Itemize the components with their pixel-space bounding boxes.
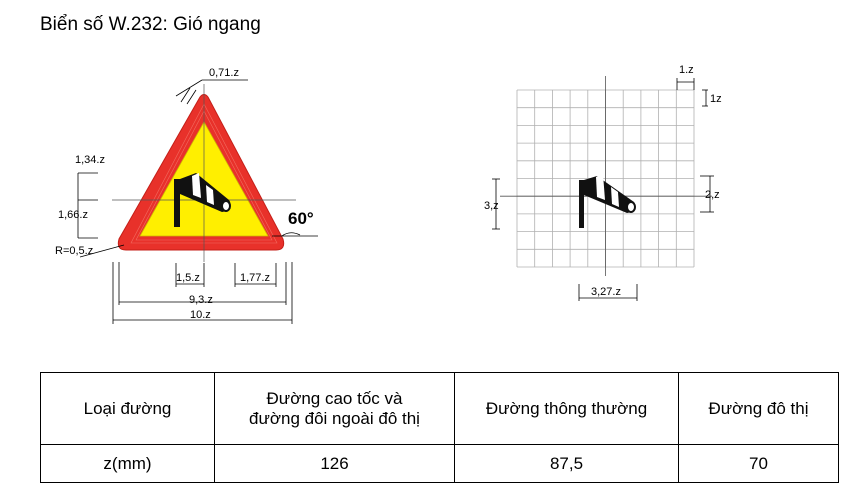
dim-symbol-height: 3,z — [484, 178, 500, 230]
dim-text-angle: 60° — [288, 209, 314, 228]
sign-title: Biển số W.232: Gió ngang — [40, 14, 261, 35]
table-cell: 126 — [214, 444, 455, 483]
table-header-cell: Đường cao tốc và đường đôi ngoài đô thị — [214, 372, 455, 445]
dim-symbol-width: 3,27.z — [578, 284, 638, 301]
dim-angle: 60° — [272, 209, 318, 237]
dim-text-outer: 10.z — [190, 309, 211, 321]
dim-text-right: 1,77.z — [240, 272, 270, 284]
warning-triangle-sign — [117, 94, 285, 251]
table-header-cell: Đường đô thị — [678, 372, 839, 445]
dim-text-sym-h: 3,z — [484, 200, 499, 212]
dim-symbol-sock: 2,z — [700, 175, 720, 213]
table-cell: z(mm) — [40, 444, 215, 483]
table-header-line: đường đôi ngoài đô thị — [249, 408, 420, 428]
table-header-line: Đường cao tốc và — [266, 388, 403, 408]
table-cell: 87,5 — [454, 444, 679, 483]
size-table: Loại đường Đường cao tốc và đường đôi ng… — [40, 372, 839, 483]
dim-left-heights: 1,34.z 1,66.z — [58, 154, 105, 239]
grid-windsock-symbol — [579, 174, 636, 228]
dim-grid-cell: 1.z 1z — [676, 64, 722, 107]
dim-text-sock: 2,z — [705, 189, 720, 201]
table-header-cell: Loại đường — [40, 372, 215, 445]
dim-text-inner: 9,3.z — [189, 294, 213, 306]
dim-text-lower: 1,66.z — [58, 209, 88, 221]
dim-top-corner: 0,71.z — [175, 67, 248, 105]
dim-text-upper: 1,34.z — [75, 154, 105, 166]
dim-text-gap: 1,5.z — [176, 272, 200, 284]
dim-text-top: 0,71.z — [209, 67, 239, 79]
dim-corner-radius: R=0,5.z — [55, 244, 125, 258]
dim-text-cell-h: 1z — [710, 93, 722, 105]
dim-bottom: 1,5.z 1,77.z 9,3.z 10.z — [112, 262, 293, 324]
construction-grid — [500, 76, 712, 276]
table-header-row: Loại đường Đường cao tốc và đường đôi ng… — [40, 372, 839, 445]
dim-text-radius: R=0,5.z — [55, 245, 93, 257]
dim-text-cell: 1.z — [679, 64, 694, 76]
sign-drawing: 0,71.z 1,34.z 1,66.z R=0,5.z 60° 1,5.z 1… — [55, 64, 722, 324]
table-row: z(mm) 126 87,5 70 — [40, 444, 839, 483]
dim-text-sym-w: 3,27.z — [591, 286, 621, 298]
windsock-symbol — [174, 173, 231, 227]
table-header-cell: Đường thông thường — [454, 372, 679, 445]
table-cell: 70 — [678, 444, 839, 483]
